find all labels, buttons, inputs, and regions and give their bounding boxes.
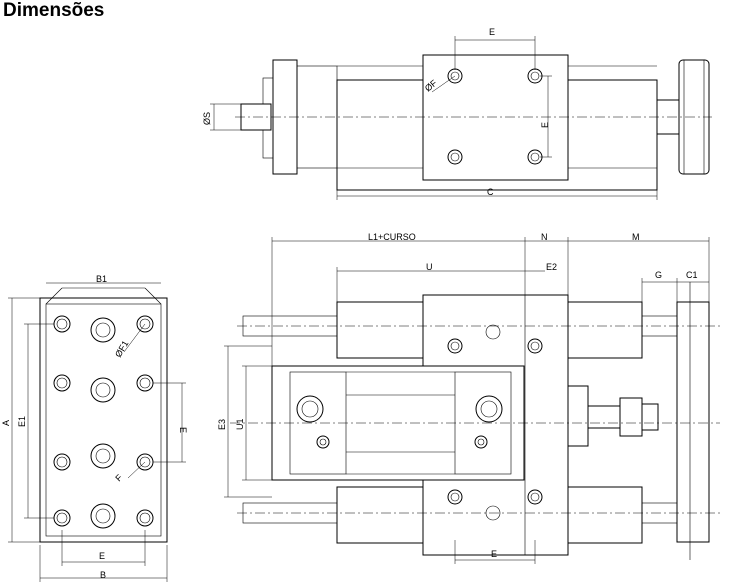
u-label: U [426, 262, 433, 272]
page-title: Dimensões [3, 0, 105, 21]
u1-label: U1 [235, 418, 245, 430]
top-phi-s-label: ØS [202, 112, 212, 125]
e3-label: E3 [217, 419, 227, 430]
front-view: B1 ØF1 A E1 E F E B [1, 274, 188, 582]
b1-label: B1 [96, 274, 107, 284]
top-view: E ØF E ØS C [202, 27, 712, 200]
m-label: M [632, 232, 640, 242]
c1-label: C1 [686, 270, 698, 280]
e-bottom-label: E [99, 551, 105, 561]
n-label: N [541, 232, 548, 242]
e1-label: E1 [17, 416, 27, 427]
g-label: G [655, 270, 662, 280]
a-label: A [1, 420, 11, 426]
top-c-label: C [487, 187, 494, 197]
l1-curso-label: L1+CURSO [368, 232, 416, 242]
top-e-vertical-label: E [540, 122, 550, 128]
f-label: F [113, 472, 124, 483]
e2-label: E2 [546, 262, 557, 272]
e-side-label: E [491, 549, 497, 559]
top-e-label: E [489, 27, 495, 37]
b-label: B [100, 570, 106, 580]
side-section-view: L1+CURSO N M U E2 G C1 E3 U1 E [217, 232, 720, 564]
e-vertical-label: E [178, 427, 188, 433]
